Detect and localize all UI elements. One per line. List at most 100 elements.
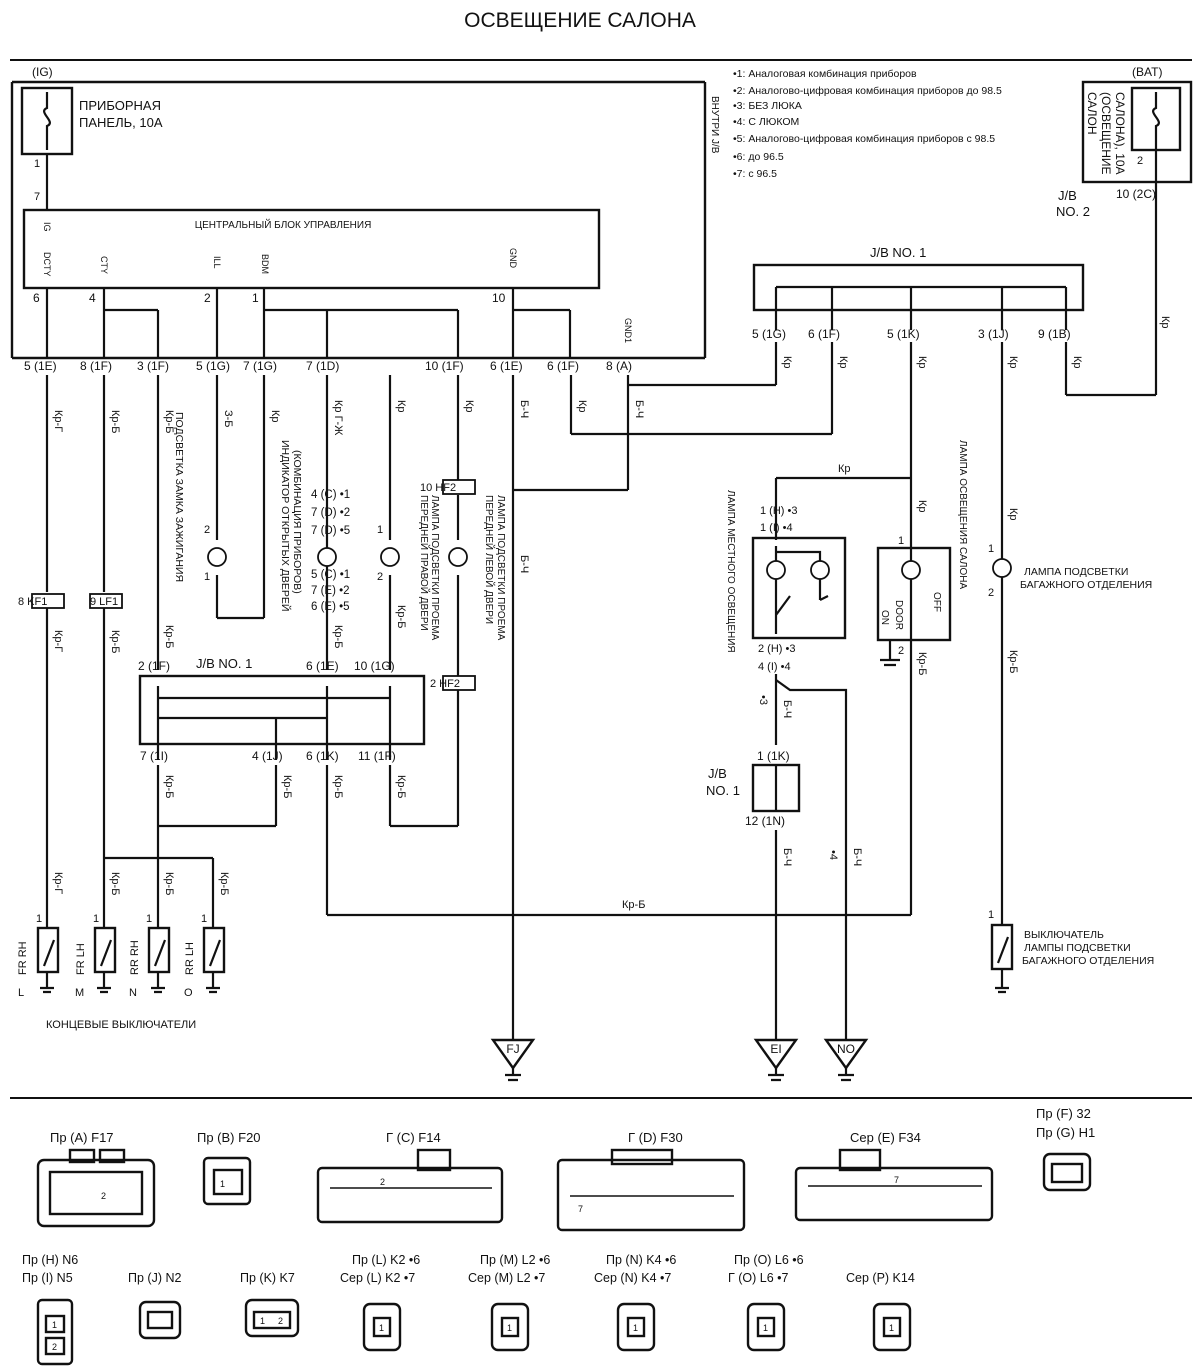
jb1-mid-out-colors: Кр-Б Кр-Б Кр-Б Кр-Б Кр-Г Кр-Б Кр-Б Кр-Б …	[52, 775, 645, 911]
cv-k: Пр (K) K7	[240, 1271, 295, 1285]
main-wires	[45, 375, 630, 1040]
cv-m6: Пр (M) L2 •6	[480, 1253, 550, 1267]
trunk-pin1: 1	[988, 543, 994, 555]
left-door-label1: ЛАМПА ПОДСВЕТКИ ПРОЕМА	[495, 495, 506, 641]
ecu-pin-4: 4	[89, 291, 96, 305]
cv-e-pin: 7	[894, 1175, 899, 1185]
c-628: Б-Ч	[633, 400, 645, 418]
door-switch-labels: FR RH FR LH RR RH RR LH L M N O 1 1 1 1	[17, 913, 207, 999]
bat-jb: J/B	[1058, 188, 1077, 203]
door-switch-rr-rh	[147, 926, 171, 974]
trunk-switch-pin: 1	[988, 909, 994, 921]
bat-jbno: NO. 2	[1056, 204, 1090, 219]
conn-3-1f: 3 (1F)	[137, 359, 169, 373]
ig-fuse-element	[43, 92, 51, 150]
connector-views-row1: Пр (A) F17 Пр (B) F20 Г (C) F14 Г (D) F3…	[50, 1106, 1095, 1145]
ds-l: L	[18, 987, 24, 999]
local-branch	[775, 679, 848, 1040]
cv-p-pin: 1	[889, 1323, 894, 1333]
c-1066: Кр	[1071, 356, 1083, 369]
interior-pin2: 2	[898, 645, 904, 657]
ignition-lamp-label: ПОДСВЕТКА ЗАМКА ЗАЖИГАНИЯ	[173, 412, 185, 582]
cv-b-pin: 1	[220, 1179, 225, 1189]
lf1-box	[89, 593, 123, 609]
cv-l6: Пр (L) K2 •6	[352, 1253, 420, 1267]
bat-conn: 10 (2C)	[1116, 187, 1156, 201]
ecu-term-ill: ILL	[212, 256, 222, 269]
conn-7-1g: 7 (1G)	[243, 359, 277, 373]
cv-n7: Сер (N) K4 •7	[594, 1271, 671, 1285]
jm-6-1e: 6 (1E)	[306, 659, 339, 673]
c-571: Кр	[576, 400, 588, 413]
cv-k-pin1: 1	[260, 1316, 265, 1326]
bat-l2: (ОСВЕЩЕНИЕ	[1099, 92, 1113, 175]
ecu-down-wires	[45, 288, 572, 358]
ig-pin1: 1	[34, 158, 40, 170]
c-213: Кр-Б	[218, 872, 230, 895]
interior-switch: ON DOOR OFF	[879, 592, 942, 630]
main-wire-colors: Кр-Г Кр-Б Кр-Б З-Б Кр Кр Г-Ж Кр Кр Б-Ч К…	[52, 400, 645, 653]
cv-k-pin2: 2	[278, 1316, 283, 1326]
page-title: ОСВЕЩЕНИЕ САЛОНА	[464, 9, 696, 32]
jb1-3-1j: 3 (1J)	[978, 327, 1009, 341]
ground-fj: FJ	[490, 1038, 536, 1082]
ecu-pin-2: 2	[204, 291, 211, 305]
c-104c: Кр-Б	[109, 872, 121, 895]
c-327: Кр Г-Ж	[332, 400, 344, 435]
ecu-box	[22, 208, 601, 290]
right-door-label2: ПЕРЕДНЕЙ ПРАВОЙ ДВЕРИ	[418, 495, 431, 631]
ecu-name: ЦЕНТРАЛЬНЫЙ БЛОК УПРАВЛЕНИЯ	[195, 218, 372, 231]
lp-1i: 1 (I) •4	[760, 522, 793, 534]
ecu-term-cty: CTY	[99, 256, 109, 274]
ds-fr-lh: FR LH	[75, 943, 87, 975]
trunk-switch-box	[990, 923, 1014, 971]
lamps-center	[207, 547, 468, 567]
c-513b: Б-Ч	[518, 555, 530, 573]
trunk-lamp-label2: БАГАЖНОГО ОТДЕЛЕНИЯ	[1020, 579, 1152, 591]
door-indicator-lamp-icon	[317, 547, 337, 567]
ig-fuse-name2: ПАНЕЛЬ, 10А	[79, 115, 163, 130]
trunk-krb-color: Кр-Б	[1007, 650, 1019, 673]
interior-lamp-label: ЛАМПА ОСВЕЩЕНИЯ САЛОНА	[957, 440, 968, 589]
local-lamp-box	[751, 536, 847, 640]
ground-ei: EI	[753, 1038, 799, 1082]
conn-6-1f: 6 (1F)	[547, 359, 579, 373]
conn-6-1e: 6 (1E)	[490, 359, 523, 373]
jm-7-1i: 7 (1I)	[140, 749, 168, 763]
cv-m-pin: 1	[507, 1323, 512, 1333]
ds-rr-lh: RR LH	[184, 942, 196, 975]
ig-pin7: 7	[34, 191, 40, 203]
c-390: Кр	[395, 400, 407, 413]
c-776: Кр	[781, 356, 793, 369]
hf2-top: 10 HF2	[420, 482, 456, 494]
rd-pin2: 2	[377, 571, 383, 583]
jb1-small-top: 1 (1K)	[757, 749, 790, 763]
door-switches	[36, 926, 226, 994]
jb1-top-label: J/B NO. 1	[870, 245, 926, 260]
c-1002: Кр	[1007, 356, 1019, 369]
door-switch-rr-lh	[202, 926, 226, 974]
cv-o7: Г (O) L6 •7	[728, 1271, 789, 1285]
note-2: •2: Аналогово-цифровая комбинация прибор…	[733, 85, 1002, 97]
trunk-kr-color: Кр	[1007, 508, 1019, 521]
interior-pin1: 1	[898, 535, 904, 547]
dp-3: 7 (D) •5	[311, 525, 350, 537]
local-bch-color: Б-Ч	[781, 700, 793, 718]
cv-j: Пр (J) N2	[128, 1271, 181, 1285]
door-indicator-label1: ИНДИКАТОР ОТКРЫТЫХ ДВЕРЕЙ	[279, 440, 292, 611]
bat-l1: САЛОН	[1085, 92, 1099, 135]
jb1-mid-box	[138, 674, 426, 746]
ignition-lamp-icon	[207, 547, 227, 567]
connector-views-row2: Пр (H) N6 Пр (I) N5 Пр (J) N2 Пр (K) K7 …	[22, 1253, 915, 1285]
conn-5-1e: 5 (1E)	[24, 359, 57, 373]
cv-p: Сер (P) K14	[846, 1271, 915, 1285]
local-lamp-a-icon	[766, 560, 786, 580]
dp-5: 7 (E) •2	[311, 585, 350, 597]
trunk-switch	[995, 936, 1010, 994]
jb1-5-1k: 5 (1K)	[887, 327, 920, 341]
dp-2: 7 (D) •2	[311, 507, 350, 519]
cv-b: Пр (B) F20	[197, 1130, 261, 1145]
ign-pin2: 2	[204, 524, 210, 536]
jm-4-1j: 4 (1J)	[252, 749, 283, 763]
jb1-mid-out-wires	[45, 608, 911, 928]
